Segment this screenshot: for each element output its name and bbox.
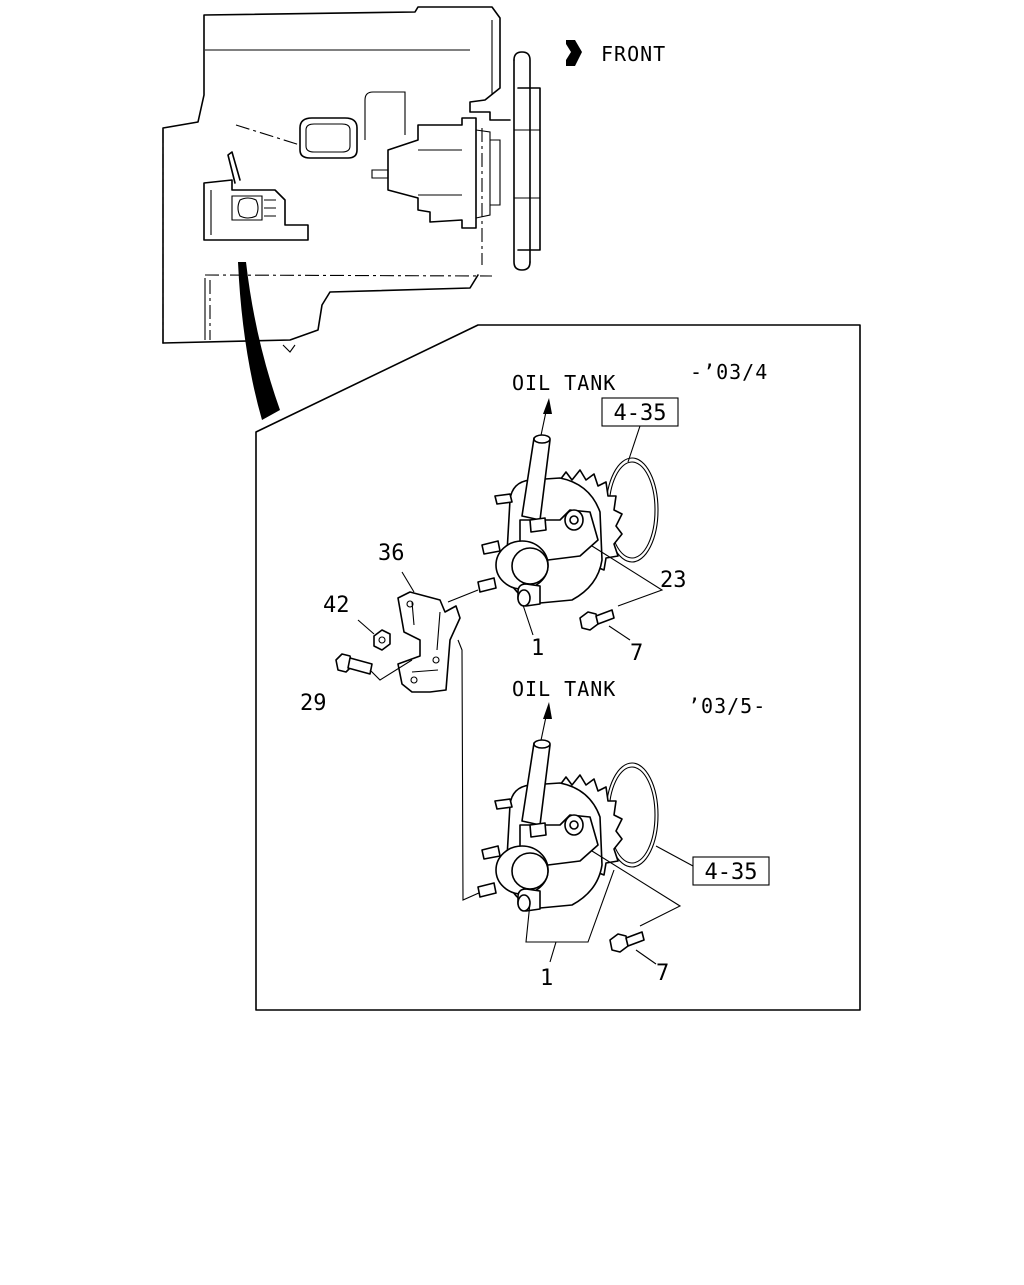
callout-1-upper: 1: [531, 636, 544, 661]
callout-42: 42: [323, 593, 350, 618]
upper-variant: -’03/4 OIL TANK 4-35: [477, 360, 768, 666]
lower-oil-tank-label: OIL TANK: [512, 677, 616, 701]
callout-23: 23: [660, 568, 687, 593]
callout-7-lower: 7: [656, 961, 669, 986]
front-arrow-icon: [566, 40, 582, 66]
callout-1-lower: 1: [540, 966, 553, 991]
lower-bolt-7: [609, 933, 629, 953]
front-label: FRONT: [601, 42, 666, 66]
upper-oil-tank-label: OIL TANK: [512, 371, 616, 395]
bracket-36: [397, 591, 461, 693]
detail-frame: [255, 324, 861, 1011]
upper-ref-box-label: 4-35: [614, 401, 667, 426]
callout-7-upper: 7: [630, 641, 643, 666]
lower-period: ’03/5-: [688, 694, 766, 718]
bracket-assembly: 36 42 29: [300, 541, 491, 901]
lower-oil-tank-arrow-icon: [543, 702, 552, 719]
nut-42: [373, 629, 391, 651]
lower-ref-box-label: 4-35: [705, 860, 758, 885]
detail-leader: [238, 262, 280, 420]
upper-period: -’03/4: [690, 360, 768, 384]
lower-ref-box: [692, 856, 770, 886]
front-indicator: FRONT: [566, 40, 666, 66]
upper-oil-tank-arrow-icon: [543, 398, 552, 414]
engine-overview: [162, 6, 541, 353]
callout-36: 36: [378, 541, 405, 566]
upper-bolt-7: [579, 611, 599, 631]
lower-variant: ’03/5- OIL TANK 4-35: [477, 677, 770, 991]
callout-29: 29: [300, 691, 327, 716]
